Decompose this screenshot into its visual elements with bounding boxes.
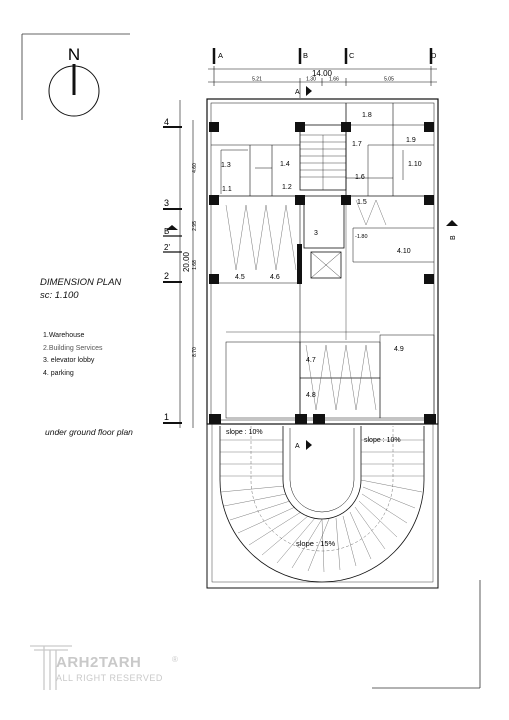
room-label-4-10: 4.10 xyxy=(397,248,411,255)
legend-item: 4. parking xyxy=(43,369,74,377)
room-label-1-6: 1.6 xyxy=(355,174,365,181)
room-label-4-7: 4.7 xyxy=(306,357,316,364)
room-label-1-1: 1.1 xyxy=(222,186,232,193)
dim-v-1: 4.60 xyxy=(192,163,198,173)
dim-v-2: 2.95 xyxy=(192,221,198,231)
drawing-caption: under ground floor plan xyxy=(45,427,133,437)
column-label-a: A xyxy=(218,51,223,60)
registered-mark: ® xyxy=(172,655,178,664)
legend-list: 1.Warehouse 2.Building Services 3. eleva… xyxy=(43,330,103,380)
section-label-a-bottom: A xyxy=(295,443,300,450)
row-label-1: 1 xyxy=(164,412,169,422)
column-grid xyxy=(208,48,437,86)
room-label-1-10: 1.10 xyxy=(408,161,422,168)
dim-h-4: 5.05 xyxy=(384,77,394,83)
sheet-frame xyxy=(21,33,481,689)
room-label-1-9: 1.9 xyxy=(406,137,416,144)
overall-depth-dim: 20.00 xyxy=(182,251,191,272)
structural-columns xyxy=(209,122,436,424)
column-label-c: C xyxy=(349,51,355,60)
section-label-b-right: B xyxy=(450,235,457,240)
dim-v-3: 1.68 xyxy=(192,260,198,270)
legend-title: DIMENSION PLAN xyxy=(40,277,122,288)
parking-hatch xyxy=(225,199,387,411)
dim-h-1: 5.21 xyxy=(252,77,262,83)
elevation-note: -1.80 xyxy=(355,234,368,240)
legend-scale: sc: 1.100 xyxy=(40,290,79,301)
room-label-1-2: 1.2 xyxy=(282,184,292,191)
brand-logo-icon xyxy=(30,645,72,690)
dim-h-3: 1.66 xyxy=(329,77,339,83)
slope-label-right: slope : 10% xyxy=(364,437,401,444)
slope-label-bottom: slope : 15% xyxy=(296,539,336,548)
building-walls xyxy=(206,98,439,425)
column-label-b: B xyxy=(303,51,308,60)
brand-tagline: ALL RIGHT RESERVED xyxy=(56,673,163,683)
section-marker-b-left xyxy=(166,225,178,230)
legend-item: 1.Warehouse xyxy=(43,332,85,339)
room-label-4-6: 4.6 xyxy=(270,274,280,281)
legend-item: 2.Building Services xyxy=(43,344,103,352)
section-label-a-top: A xyxy=(295,89,300,96)
north-label: N xyxy=(68,45,80,64)
section-marker-a-bottom xyxy=(306,440,312,450)
row-label-b-prime: B' xyxy=(164,227,171,236)
room-label-1-7: 1.7 xyxy=(352,141,362,148)
dim-v-4: 8.70 xyxy=(192,347,198,357)
ramp xyxy=(206,423,439,589)
room-label-4-5: 4.5 xyxy=(235,274,245,281)
room-label-4-8: 4.8 xyxy=(306,392,316,399)
brand-name: ARH2TARH xyxy=(56,654,142,671)
room-label-1-5: 1.5 xyxy=(357,199,367,206)
row-label-2-prime: 2' xyxy=(164,243,170,252)
row-label-3: 3 xyxy=(164,198,169,208)
slope-label-left: slope : 10% xyxy=(226,429,263,436)
room-label-3: 3 xyxy=(314,230,318,237)
dim-h-2: 1.30 xyxy=(306,77,316,83)
room-label-1-4: 1.4 xyxy=(280,161,290,168)
north-arrow: N xyxy=(48,45,100,117)
column-label-d: D xyxy=(431,51,437,60)
room-label-4-9: 4.9 xyxy=(394,346,404,353)
row-label-2: 2 xyxy=(164,271,169,281)
overall-width-dim: 14.00 xyxy=(312,69,333,78)
ramp-treads xyxy=(220,439,424,573)
section-marker-b-right xyxy=(446,220,458,226)
section-marker-a-top xyxy=(299,86,312,98)
room-label-1-3: 1.3 xyxy=(221,162,231,169)
room-label-1-8: 1.8 xyxy=(362,112,372,119)
row-grid xyxy=(163,100,194,428)
legend-item: 3. elevator lobby xyxy=(43,357,95,364)
legend: DIMENSION PLAN sc: 1.100 xyxy=(40,276,121,302)
row-label-4: 4 xyxy=(164,117,169,127)
